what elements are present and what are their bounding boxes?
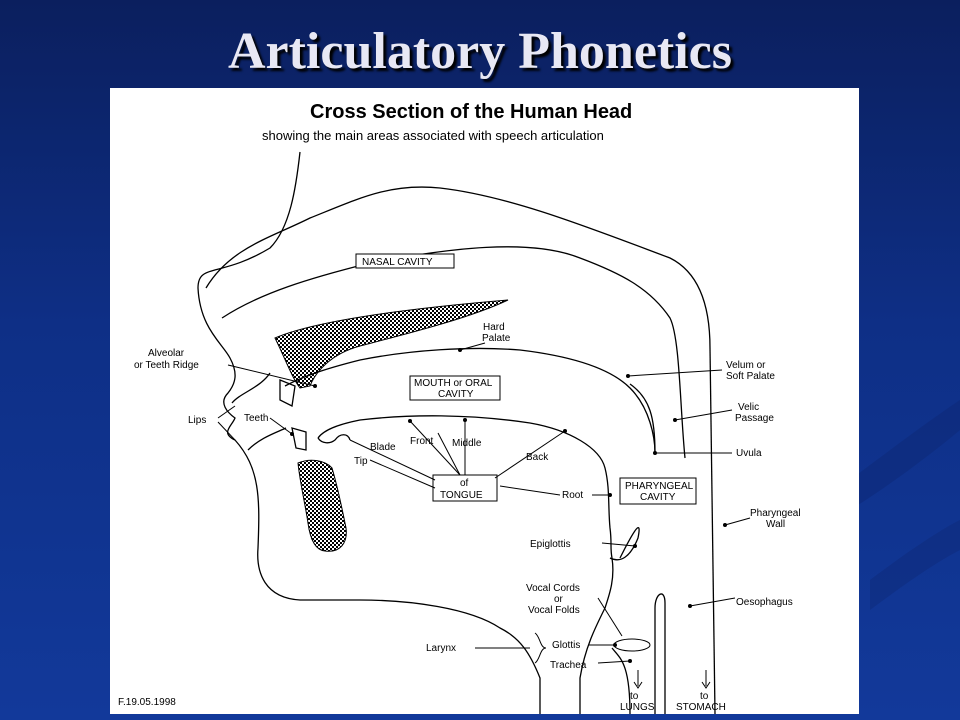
trachea-tube — [611, 647, 631, 715]
oesophagus-label: Oesophagus — [736, 597, 793, 608]
oral-cavity-box — [409, 375, 501, 401]
tongue-label-2: TONGUE — [440, 490, 483, 501]
velum-label-1: Velum or — [726, 360, 766, 371]
to-lungs-label-1: to — [630, 691, 639, 702]
oral-cavity-label-2: CAVITY — [438, 389, 474, 400]
vocal-cords-label-1: Vocal Cords — [526, 583, 580, 594]
oral-cavity-label-1: MOUTH or ORAL — [414, 378, 493, 389]
diagram-footer-date: F.19.05.1998 — [118, 697, 176, 708]
velum-label-2: Soft Palate — [726, 371, 775, 382]
epiglottis-label: Epiglottis — [530, 539, 571, 550]
tongue-middle-label: Middle — [452, 438, 482, 449]
epiglottis-shape — [609, 526, 640, 561]
glottis-label: Glottis — [552, 640, 580, 651]
tongue-label-1: of — [460, 478, 469, 489]
head-cross-section-diagram: Cross Section of the Human Head showing … — [118, 101, 801, 715]
teeth-label: Teeth — [244, 413, 268, 424]
upper-lip — [231, 372, 271, 404]
diagram-panel: Cross Section of the Human Head showing … — [110, 88, 859, 715]
lips-label: Lips — [188, 415, 206, 426]
velic-label-2: Passage — [735, 413, 774, 424]
tongue-tip — [317, 434, 351, 444]
to-stomach-label-2: STOMACH — [676, 702, 726, 713]
background-swoosh — [850, 400, 960, 610]
lower-jaw-bone — [297, 459, 347, 552]
larynx-label: Larynx — [426, 643, 456, 654]
tongue-front-label: Front — [410, 436, 434, 447]
tongue-tip-label: Tip — [354, 456, 368, 467]
vocal-cords-label-3: Vocal Folds — [528, 605, 580, 616]
hard-palate-label-1: Hard — [483, 322, 505, 333]
palate-outline — [284, 347, 656, 454]
pharynx-front-wall — [579, 557, 614, 714]
oesophagus-tube — [654, 593, 666, 714]
tongue-surface — [317, 415, 613, 559]
pointer-lines — [217, 342, 751, 689]
head-outline — [197, 151, 541, 714]
diagram-subtitle: showing the main areas associated with s… — [262, 128, 604, 143]
pharyngeal-cavity-box — [619, 477, 697, 505]
trachea-label: Trachea — [550, 660, 587, 671]
vocal-cords-label-2: or — [554, 594, 564, 605]
lower-lip — [247, 427, 287, 451]
alveolar-label-2: or Teeth Ridge — [134, 360, 199, 371]
tongue-blade-label: Blade — [370, 442, 396, 453]
diagram-title: Cross Section of the Human Head — [310, 101, 632, 123]
glottis-shape — [613, 638, 651, 652]
skull-inner-outline — [205, 186, 711, 349]
nasal-floor-outline — [221, 246, 686, 459]
alveolar-label-1: Alveolar — [148, 348, 185, 359]
back-of-head-outline — [709, 347, 716, 715]
uvula-label: Uvula — [736, 448, 762, 459]
velum-outline — [629, 383, 656, 454]
tongue-root-label: Root — [562, 490, 583, 501]
lower-teeth — [291, 427, 307, 451]
nasal-cavity-box — [355, 253, 455, 269]
to-stomach-label-1: to — [700, 691, 709, 702]
to-lungs-label-2: LUNGS — [620, 702, 655, 713]
pharyngeal-cavity-label-1: PHARYNGEAL — [625, 481, 694, 492]
velic-label-1: Velic — [738, 402, 759, 413]
slide-title: Articulatory Phonetics — [227, 23, 732, 80]
pharyngeal-wall-label-1: Pharyngeal — [750, 508, 801, 519]
hard-palate-label-2: Palate — [482, 333, 511, 344]
pharyngeal-wall-label-2: Wall — [766, 519, 785, 530]
nasal-cavity-label: NASAL CAVITY — [362, 257, 433, 268]
upper-jaw-bone — [274, 299, 509, 389]
pharyngeal-cavity-label-2: CAVITY — [640, 492, 676, 503]
tongue-back-label: Back — [526, 452, 549, 463]
upper-teeth — [279, 379, 296, 407]
